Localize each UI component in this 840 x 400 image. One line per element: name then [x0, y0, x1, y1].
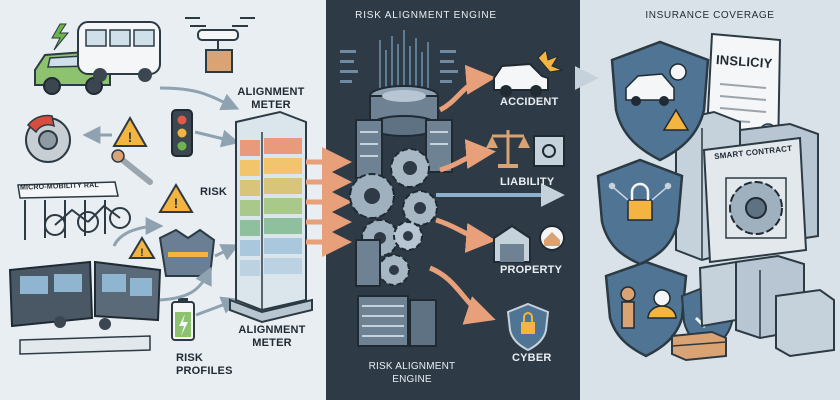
- cyber-shield-icon: [506, 302, 550, 352]
- battery-icon: [171, 298, 195, 341]
- shield-icon: [610, 40, 710, 162]
- drone-delivery-icon: [185, 17, 255, 73]
- warning-icon: !: [112, 115, 148, 147]
- coverage-title: INSURANCE COVERAGE: [645, 10, 775, 21]
- connector-arrow: [214, 244, 240, 261]
- server-stack-icon: [698, 254, 835, 358]
- alignment-meter-top-label: ALIGNMENT METER: [237, 86, 305, 111]
- category-property-label: PROPERTY: [500, 264, 563, 276]
- micromobility-rack-icon: [17, 181, 131, 240]
- warning-icon: !: [128, 236, 156, 259]
- gear-icon: [349, 173, 395, 219]
- category-arrow: [439, 139, 496, 173]
- engine-title: RISK ALIGNMENT ENGINE: [355, 10, 497, 21]
- risk-label: RISK: [200, 186, 228, 198]
- garage-icon: [493, 224, 531, 263]
- risk-profiles-label: RISK PROFILES: [176, 352, 233, 377]
- connector-arrow: [112, 217, 164, 247]
- traffic-light-icon: [171, 109, 193, 157]
- brake-disc-icon: [25, 114, 71, 163]
- alignment-meter-tower: [229, 110, 313, 324]
- gear-icon: [393, 221, 423, 251]
- data-dots: [340, 50, 458, 83]
- smart-contract-panel: [702, 136, 808, 300]
- safe-icon: [533, 135, 565, 167]
- worker-shield-icon: [604, 260, 688, 358]
- data-streams: [379, 30, 429, 90]
- tools-icon: [111, 149, 153, 185]
- svg-text:!: !: [128, 129, 133, 145]
- engine-bottom-label: RISK ALIGNMENT ENGINE: [368, 361, 456, 385]
- accident-car-icon: [493, 48, 564, 97]
- category-cyber-label: CYBER: [512, 352, 552, 364]
- monitoring-station-icon: [8, 260, 162, 355]
- category-accident-label: ACCIDENT: [500, 96, 559, 108]
- gear-icon: [390, 148, 430, 188]
- bus-icon: [77, 21, 161, 82]
- category-arrow: [428, 265, 496, 325]
- server-rack-icon: [355, 239, 437, 347]
- warning-icon: !: [158, 183, 194, 213]
- server-rack-icon: [355, 119, 453, 179]
- gear-icon: [402, 190, 438, 226]
- connector-arrow: [159, 266, 212, 302]
- svg-text:!: !: [140, 247, 144, 259]
- connector-arrow: [159, 86, 240, 111]
- svg-text:!: !: [174, 195, 179, 211]
- alignment-meter-bottom-label: ALIGNMENT METER: [238, 324, 306, 349]
- connector-arrow: [194, 129, 240, 148]
- jacket-icon: [158, 228, 216, 277]
- category-arrow: [438, 64, 496, 113]
- lightning-icon: [51, 23, 70, 51]
- category-liability-label: LIABILITY: [500, 176, 555, 188]
- lock-shield-icon: [596, 158, 684, 266]
- gear-icon: [378, 254, 410, 286]
- category-arrow: [435, 217, 496, 253]
- scales-icon: [486, 130, 530, 168]
- damaged-house-icon: [539, 225, 565, 251]
- stacked-boxes-icon: [671, 330, 727, 362]
